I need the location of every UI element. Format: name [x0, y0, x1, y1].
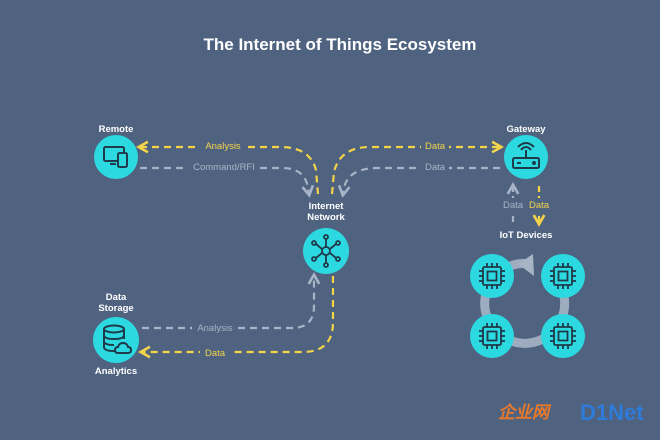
database-cloud-icon [103, 324, 133, 354]
svg-text:Analysis: Analysis [205, 141, 241, 152]
node-data-storage[interactable]: Data Storage Analytics [93, 292, 139, 377]
node-iot-devices[interactable]: IoT Devices [470, 230, 585, 358]
node-internet-network[interactable]: Internet Network [303, 201, 349, 274]
node-remote[interactable]: Remote [94, 124, 138, 179]
iot-device-2[interactable] [541, 254, 585, 298]
iot-device-1[interactable] [470, 254, 514, 298]
chip-icon [550, 323, 576, 349]
edge-gateway-data-bottom [337, 166, 500, 198]
data-label: Data [106, 292, 127, 303]
remote-label: Remote [99, 124, 134, 135]
edge-remote-analysis [136, 140, 320, 195]
iot-device-3[interactable] [470, 314, 514, 358]
edge-label-remote-analysis: Analysis [200, 139, 246, 153]
svg-text:Data: Data [529, 200, 550, 211]
chip-icon [479, 323, 505, 349]
svg-text:Command/RFI: Command/RFI [193, 162, 255, 173]
edge-gateway-data-top [330, 140, 504, 195]
edge-label-gateway-data-top: Data [421, 139, 449, 153]
svg-text:Analysis: Analysis [197, 323, 233, 334]
edge-label-iot-data-down: Data [524, 198, 554, 212]
edge-remote-command [140, 166, 315, 198]
watermark: 企业网 D1Net [498, 400, 644, 425]
edge-storage-data [138, 276, 335, 359]
watermark-en: D1Net [580, 400, 644, 425]
router-icon [512, 142, 540, 169]
svg-text:Data: Data [425, 162, 446, 173]
network-hub-icon [311, 234, 341, 268]
chip-icon [479, 263, 505, 289]
page-title: The Internet of Things Ecosystem [204, 35, 477, 54]
storage-label: Storage [98, 303, 133, 314]
node-gateway[interactable]: Gateway [504, 124, 548, 179]
iot-device-4[interactable] [541, 314, 585, 358]
edge-label-storage-analysis: Analysis [192, 320, 238, 334]
svg-text:Data: Data [425, 141, 446, 152]
gateway-label: Gateway [506, 124, 546, 135]
watermark-cn: 企业网 [498, 403, 552, 423]
edge-label-remote-command: Command/RFI [188, 160, 260, 174]
chip-icon [550, 263, 576, 289]
edge-label-storage-data: Data [200, 344, 230, 359]
internet-label: Internet [309, 201, 345, 212]
edge-storage-analysis [142, 272, 321, 330]
svg-text:Data: Data [503, 200, 524, 211]
edge-label-iot-data-up: Data [498, 198, 528, 212]
devices-icon [103, 146, 128, 168]
iot-devices-label: IoT Devices [500, 230, 553, 241]
svg-text:Data: Data [205, 348, 226, 359]
analytics-label: Analytics [95, 366, 137, 377]
network-label: Network [307, 212, 345, 223]
iot-cycle-arrowhead [518, 254, 534, 276]
edge-label-gateway-data-bottom: Data [421, 160, 449, 174]
